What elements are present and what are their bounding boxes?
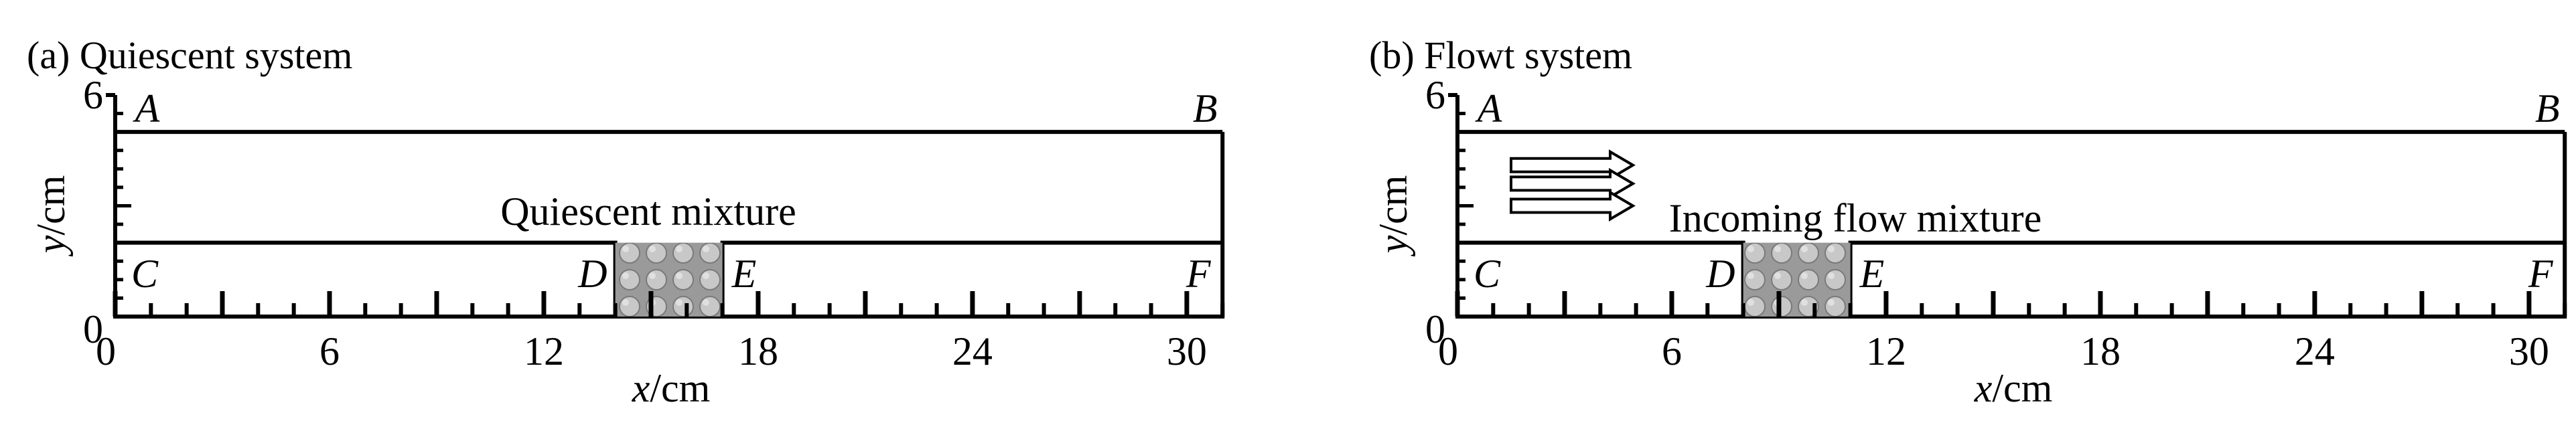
corner-label: A	[133, 86, 160, 130]
annotation-b: Incoming flow mixture	[1669, 196, 2042, 240]
corner-label: D	[1705, 252, 1735, 296]
x-tick-label: 30	[2509, 329, 2549, 373]
y-tick-labels-a: 06	[83, 73, 103, 351]
panel-title-a: (a) Quiescent system	[27, 33, 352, 77]
y-axis-ticks-a	[115, 112, 131, 300]
corner-label: B	[1193, 86, 1218, 130]
y-axis-title-a: y/cm	[29, 175, 73, 258]
y-axis-ticks-b	[1457, 112, 1474, 300]
x-axis-title-a: x/cm	[632, 366, 711, 410]
x-axis-ticks-a	[113, 291, 1225, 317]
x-tick-label: 18	[2080, 329, 2121, 373]
corner-label: E	[1859, 252, 1885, 296]
x-tick-label: 6	[1662, 329, 1682, 373]
y-axis-title-b: y/cm	[1371, 175, 1415, 258]
bubble-region-a	[615, 242, 723, 317]
y-tick-label: 0	[1425, 307, 1445, 351]
corner-label: F	[2528, 252, 2554, 296]
x-tick-label: 30	[1167, 329, 1207, 373]
channel-outline	[1455, 94, 2567, 319]
y-tick-label: 0	[83, 307, 103, 351]
y-axis-var-b: y	[1371, 235, 1415, 257]
x-axis-unit-a: /cm	[650, 366, 710, 410]
corner-label: A	[1475, 86, 1502, 130]
corner-label: D	[577, 252, 607, 296]
corner-label: E	[731, 252, 757, 296]
flow-arrow	[1510, 189, 1636, 222]
x-axis-ticks-b	[1455, 291, 2567, 317]
flow-arrows	[1510, 149, 1636, 222]
x-tick-label: 24	[2295, 329, 2335, 373]
y-tick-labels-b: 06	[1425, 73, 1445, 351]
y-axis-var-a: y	[29, 235, 73, 257]
flow-arrow	[1510, 167, 1636, 199]
x-tick-label: 24	[952, 329, 993, 373]
flow-arrow	[1510, 149, 1636, 181]
bubble-region-b	[1743, 242, 1851, 317]
x-axis-var-a: x	[632, 366, 650, 410]
geometry-outline-b	[1448, 92, 2567, 319]
bubble-mixture	[1743, 242, 1851, 317]
bubble-mixture	[615, 242, 723, 317]
corner-label: C	[1474, 252, 1501, 296]
x-axis-unit-b: /cm	[1992, 366, 2052, 410]
y-tick-label: 6	[1425, 73, 1445, 117]
y-tick-label: 6	[83, 73, 103, 117]
x-tick-label: 0	[1438, 329, 1458, 373]
corner-labels-a: A B C D E F	[131, 86, 1218, 296]
corner-label: B	[2535, 86, 2560, 130]
x-tick-labels-a: 0 6 12 18 24 30	[96, 329, 1207, 373]
y-axis-unit-b: /cm	[1371, 175, 1415, 236]
corner-label: C	[131, 252, 159, 296]
x-axis-title-b: x/cm	[1974, 366, 2053, 410]
x-axis-var-b: x	[1974, 366, 1993, 410]
panel-title-b: (b) Flowt system	[1369, 33, 1632, 77]
x-tick-label: 0	[96, 329, 116, 373]
corner-label: F	[1186, 252, 1212, 296]
annotation-a: Quiescent mixture	[500, 189, 796, 234]
x-tick-labels-b: 0 6 12 18 24 30	[1438, 329, 2549, 373]
corner-labels-b: A B C D E F	[1474, 86, 2560, 296]
x-tick-label: 6	[319, 329, 340, 373]
y-axis-unit-a: /cm	[29, 175, 73, 236]
x-tick-label: 18	[738, 329, 778, 373]
x-tick-label: 12	[1866, 329, 1906, 373]
x-tick-label: 12	[524, 329, 564, 373]
